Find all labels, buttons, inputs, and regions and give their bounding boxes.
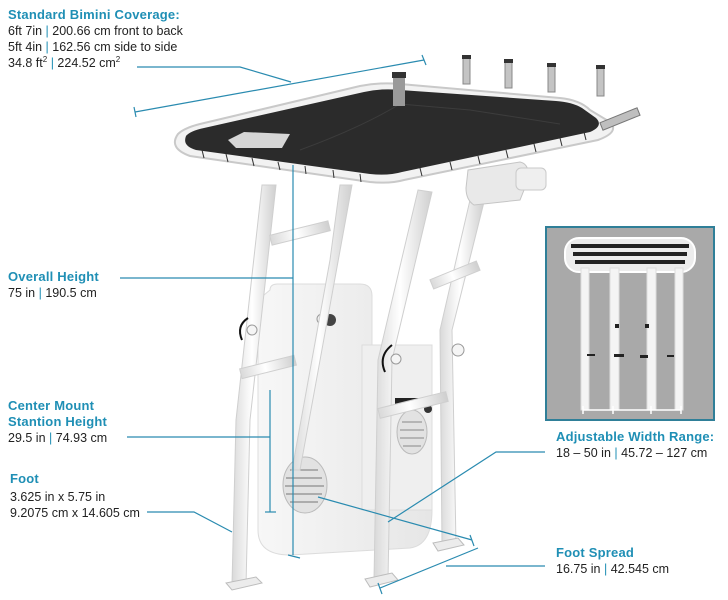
- foot-spread-value: 16.75 in | 42.545 cm: [556, 562, 670, 576]
- foot-imperial-value: 3.625 in x 5.75 in: [10, 490, 106, 504]
- bimini-canopy: [174, 55, 641, 206]
- coverage-area-spec: 34.8 ft2 | 224.52 cm2: [8, 54, 121, 70]
- front-to-back-spec: 6ft 7in | 200.66 cm front to back: [8, 24, 183, 38]
- rod-holder-clamps: [239, 317, 393, 373]
- center-mount-title-line1: Center Mount: [8, 398, 95, 413]
- foot-spread-callout: Foot Spread 16.75 in | 42.545 cm: [556, 545, 669, 577]
- width-range-title: Adjustable Width Range:: [556, 429, 715, 444]
- center-mount-value: 29.5 in | 74.93 cm: [8, 431, 108, 445]
- center-mount-callout: Center Mount Stantion Height 29.5 in | 7…: [8, 398, 107, 446]
- console-box: [257, 283, 433, 556]
- overall-height-callout: Overall Height 75 in | 190.5 cm: [8, 269, 99, 301]
- stanchions: [231, 184, 485, 586]
- side-to-side-spec: 5ft 4in | 162.56 cm side to side: [8, 40, 178, 54]
- dimension-lines: [120, 54, 545, 595]
- overall-height-title: Overall Height: [8, 269, 99, 284]
- bimini-coverage-title: Standard Bimini Coverage:: [8, 7, 180, 22]
- foot-callout: Foot 3.625 in x 5.75 in 9.2075 cm x 14.6…: [10, 471, 140, 521]
- width-range-inset-image: [545, 226, 715, 421]
- foot-title: Foot: [10, 471, 39, 486]
- width-range-callout: Adjustable Width Range: 18 – 50 in | 45.…: [556, 429, 714, 461]
- center-mount-title-line2: Stantion Height: [8, 414, 108, 429]
- foot-spread-title: Foot Spread: [556, 545, 635, 560]
- width-range-value: 18 – 50 in | 45.72 – 127 cm: [556, 446, 708, 460]
- overall-height-value: 75 in | 190.5 cm: [8, 286, 97, 300]
- bimini-coverage-callout: Standard Bimini Coverage: 6ft 7in | 200.…: [8, 7, 183, 71]
- foot-metric-value: 9.2075 cm x 14.605 cm: [10, 506, 140, 520]
- inset-illustration: [564, 237, 696, 414]
- foot-plates: [225, 537, 465, 591]
